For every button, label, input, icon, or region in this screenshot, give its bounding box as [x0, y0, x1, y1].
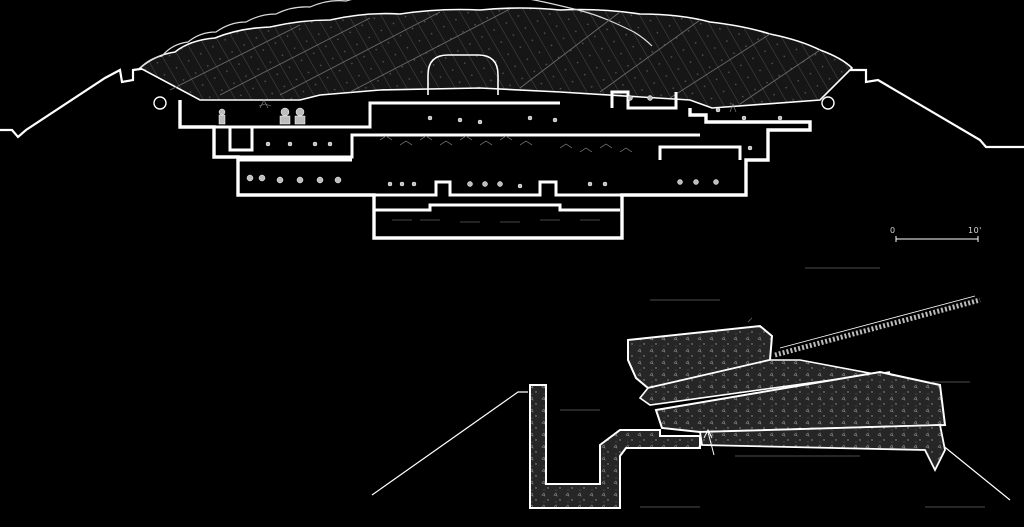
scale-bar: 0 10': [890, 226, 982, 242]
lower-roof-slab: [654, 370, 947, 434]
roof-edge-detail-section: [371, 267, 1011, 509]
leader-arrow: [703, 428, 715, 456]
roof-membrane-edge: [779, 295, 976, 349]
roof-scallops: [139, 0, 653, 69]
ground-line: [0, 66, 1024, 149]
roof-ribs: [169, 8, 821, 105]
roof-dome: [138, 7, 854, 109]
retaining-wall: [529, 384, 701, 509]
floor-slabs: [214, 90, 742, 212]
detail-ground-left: [371, 391, 528, 496]
central-arch: [427, 54, 499, 95]
annotation-ticks: [560, 267, 985, 508]
scale-bar-left-label: 0: [890, 226, 896, 235]
stepped-floors-outline: [178, 100, 812, 240]
interior-texture: [258, 99, 737, 223]
roof-membrane: [774, 297, 981, 358]
building-cross-section: 0 10': [0, 0, 1024, 242]
detail-ground-right: [935, 439, 1011, 501]
scale-bar-right-label: 10': [968, 226, 982, 235]
roof-ledge: [698, 424, 946, 473]
interior-figures: [153, 95, 835, 189]
